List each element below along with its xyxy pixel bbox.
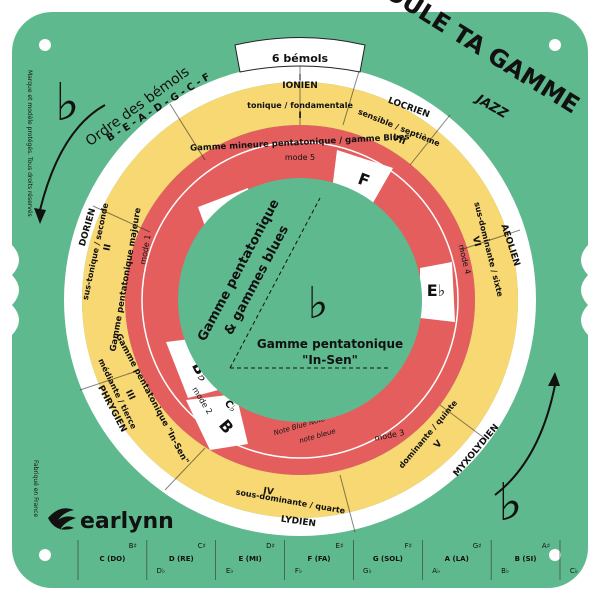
hole-top-right [549, 39, 561, 51]
key-flat-label: E♭ [226, 567, 234, 575]
arrow-left-head-icon [34, 208, 46, 224]
key-natural-label: A (LA) [445, 555, 469, 563]
mode5-label: mode 5 [285, 153, 315, 162]
center-disk[interactable]: Gamme pentatonique & gammes blues Gamme … [178, 178, 422, 422]
degree-i-function: tonique / fondamentale [247, 101, 353, 110]
key-flat-label: A♭ [432, 567, 440, 575]
center-subtitle-line2: "In-Sen" [302, 353, 358, 367]
mode-ionien: IONIEN [282, 81, 318, 91]
mode-lydien: LYDIEN [280, 515, 316, 530]
key-flat-label: C♭ [570, 567, 578, 575]
key-sharp-label: G♯ [473, 542, 482, 550]
degree-vii: VII [391, 133, 407, 147]
center-subtitle-line1: Gamme pentatonique [257, 337, 403, 351]
flat-icon-top-left: ♭ [55, 73, 80, 133]
hole-bottom-right [549, 549, 561, 561]
key-flat-label: B♭ [501, 567, 509, 575]
key-natural-label: D (RE) [169, 555, 194, 563]
key-natural-label: F (FA) [307, 555, 330, 563]
key-sharp-label: F♯ [405, 542, 412, 550]
degree-iv: IV [262, 486, 274, 498]
flat-icon-bottom-right: ♭ [498, 473, 523, 533]
earlynn-logo-icon [48, 508, 76, 530]
rotation-arrows [34, 104, 560, 496]
made-in-text: Fabriqué en France [32, 460, 39, 517]
hole-top-left [39, 39, 51, 51]
degree-vi: VI [470, 235, 482, 247]
arrow-right-head-icon [548, 372, 560, 386]
key-natural-label: C (DO) [100, 555, 126, 563]
key-flat-label: D♭ [157, 567, 166, 575]
degree-i: I [298, 111, 301, 121]
key-natural-label: B (SI) [515, 555, 537, 563]
flats-count-label: 6 bémols [272, 52, 329, 65]
arrow-left-icon [39, 104, 106, 211]
key-flat-label: F♭ [295, 567, 302, 575]
key-sharp-label: A♯ [542, 542, 550, 550]
note-eb: E♭ [427, 281, 445, 300]
key-flat-label: G♭ [363, 567, 372, 575]
keyboard-strip: C (DO) D (RE) E (MI) F (FA) G (SOL) A (LA) B (… [77, 540, 578, 580]
degree-ii: II [102, 243, 113, 252]
key-sharp-label: B♯ [129, 542, 137, 550]
key-natural-label: E (MI) [239, 555, 262, 563]
degree-v: V [432, 439, 444, 451]
brand-name: earlynn [80, 509, 174, 534]
flats-window[interactable]: 6 bémols [234, 37, 366, 81]
degree-iii: III [123, 388, 136, 401]
brand-logo: earlynn [48, 508, 174, 534]
key-sharp-label: E♯ [336, 542, 344, 550]
center-flat-icon: ♭ [308, 278, 329, 329]
key-sharp-label: D♯ [266, 542, 275, 550]
hole-bottom-left [39, 549, 51, 561]
copyright-text: Marque et modèle protégés. Tous droits r… [26, 70, 33, 217]
key-natural-label: G (SOL) [373, 555, 403, 563]
arrow-right-icon [494, 384, 556, 496]
key-sharp-label: C♯ [198, 542, 206, 550]
